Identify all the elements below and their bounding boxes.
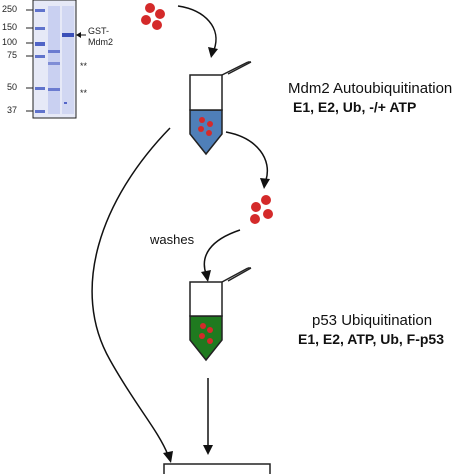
ladder-band bbox=[35, 55, 45, 58]
ladder-band bbox=[35, 110, 45, 113]
arrow-head bbox=[201, 270, 211, 282]
result-box bbox=[163, 463, 271, 474]
band-label-gst: GST- bbox=[88, 26, 110, 36]
beads-middle bbox=[250, 195, 273, 224]
marker-label: 50 bbox=[7, 82, 18, 92]
gst-mdm2-band bbox=[62, 33, 74, 37]
gel-image bbox=[32, 0, 77, 119]
arrow-head bbox=[260, 178, 270, 189]
asterisk-lower: ** bbox=[80, 88, 88, 98]
tube-2 bbox=[189, 267, 252, 362]
beads-top bbox=[141, 3, 165, 30]
step1-reagents: E1, E2, Ub, -/+ ATP bbox=[293, 99, 417, 115]
sample-band bbox=[48, 88, 60, 91]
arrow-beads-to-tube1 bbox=[177, 5, 217, 51]
marker-label: 37 bbox=[7, 105, 18, 115]
band-arrow-head bbox=[76, 32, 81, 38]
step1-title: Mdm2 Autoubiquitination bbox=[288, 80, 453, 97]
arrow-tube1-to-bottom bbox=[91, 127, 171, 456]
arrow-head bbox=[208, 47, 218, 58]
arrow-washes-to-tube2 bbox=[203, 229, 241, 275]
sample-band bbox=[64, 102, 67, 104]
step2-reagents: E1, E2, ATP, Ub, F-p53 bbox=[298, 331, 445, 347]
arrow-head bbox=[163, 451, 173, 463]
asterisk-upper: ** bbox=[80, 61, 88, 71]
step2-title: p53 Ubiquitination bbox=[312, 312, 433, 329]
sample-band bbox=[48, 50, 60, 53]
marker-label: 100 bbox=[2, 37, 18, 47]
ladder-band bbox=[35, 27, 45, 30]
arrow-tube1-to-beads bbox=[225, 131, 269, 181]
sample-band bbox=[48, 62, 60, 65]
tube-1 bbox=[189, 61, 252, 156]
marker-label: 250 bbox=[2, 4, 18, 14]
ladder-band bbox=[35, 42, 45, 46]
arrow-head bbox=[203, 445, 213, 455]
band-label-mdm2: Mdm2 bbox=[88, 37, 114, 47]
ladder-band bbox=[35, 9, 45, 12]
marker-label: 75 bbox=[7, 50, 18, 60]
ladder-band bbox=[35, 87, 45, 90]
sample-lane bbox=[48, 6, 60, 114]
washes-label: washes bbox=[150, 232, 195, 247]
sample-lane bbox=[62, 6, 74, 114]
marker-label: 150 bbox=[2, 22, 18, 32]
